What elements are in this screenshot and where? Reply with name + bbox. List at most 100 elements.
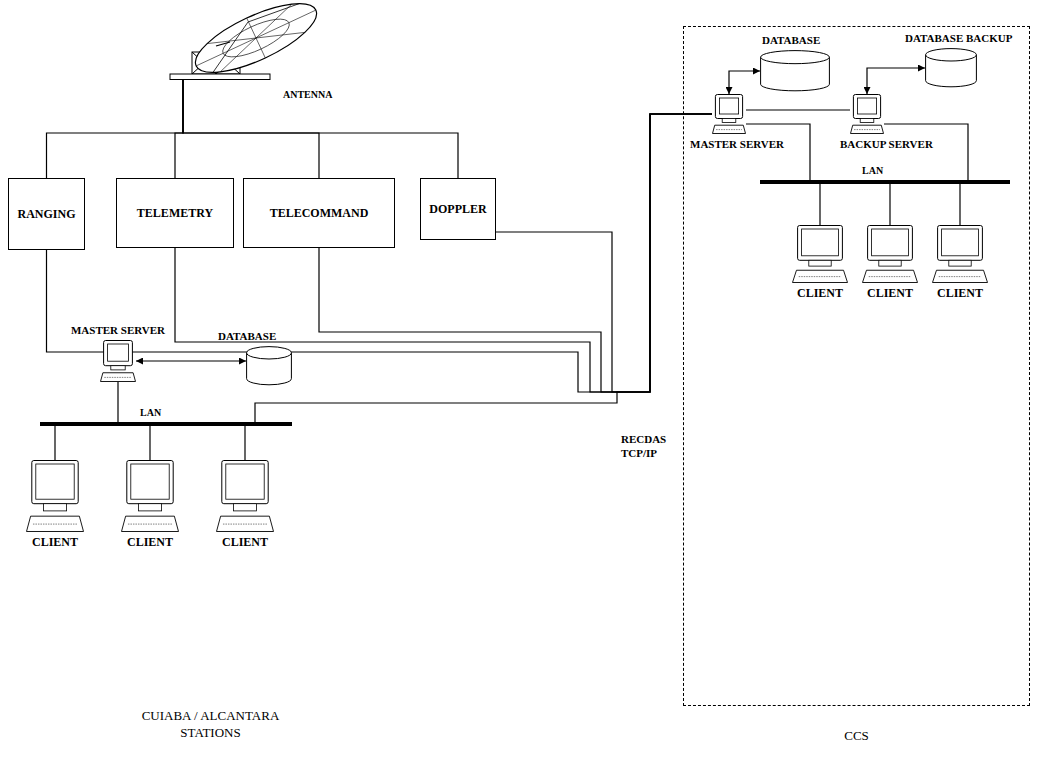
drawing-part xyxy=(170,74,270,80)
node-label: CLIENT xyxy=(32,536,78,549)
drawing-part xyxy=(233,504,256,511)
server-computer: MASTER SERVER xyxy=(100,340,136,382)
antenna-figure: ANTENNA xyxy=(150,2,325,80)
station-caption: CUIABA / ALCANTARA STATIONS xyxy=(118,707,303,741)
node-label: BACKUP SERVER xyxy=(840,138,933,151)
link-label: RECDAS TCP/IP xyxy=(621,432,683,460)
process-box: TELECOMMAND xyxy=(243,178,395,248)
drawing-part xyxy=(863,270,918,282)
drawing-part xyxy=(104,377,131,378)
drawing-part xyxy=(43,504,66,511)
connector-line xyxy=(819,184,820,225)
drawing-part xyxy=(111,366,125,370)
drawing-part xyxy=(247,347,292,359)
connector-line xyxy=(889,184,890,225)
database-cylinder xyxy=(760,50,830,92)
node-label: MASTER SERVER xyxy=(690,138,784,151)
connector-line xyxy=(136,360,246,361)
node-label: DATABASE xyxy=(218,330,276,343)
connector-line xyxy=(746,109,850,110)
drawing-part xyxy=(256,10,316,38)
drawing-part xyxy=(128,524,172,525)
drawing-part xyxy=(868,226,913,261)
node-label: ANTENNA xyxy=(283,88,332,101)
connector-line xyxy=(47,80,184,178)
drawing-part xyxy=(27,516,84,531)
client-computer: CLIENT xyxy=(862,225,918,283)
box-label: RANGING xyxy=(17,208,75,221)
server-computer: MASTER SERVER xyxy=(712,94,746,134)
drawing-part xyxy=(939,276,982,277)
node-label: CCS xyxy=(844,729,869,742)
drawing-part xyxy=(716,129,742,130)
drawing-part xyxy=(138,504,161,511)
computer-icon xyxy=(932,225,988,283)
drawing-part xyxy=(32,461,78,504)
drawing-part xyxy=(101,373,136,382)
drawing-part xyxy=(860,119,874,123)
connector-line xyxy=(175,114,712,392)
connector-line xyxy=(319,114,712,392)
drawing-part xyxy=(217,516,274,531)
lan-bus: LAN xyxy=(40,422,292,426)
connector-line xyxy=(867,68,925,94)
node-label: CLIENT xyxy=(937,287,983,300)
client-computer: CLIENT xyxy=(121,460,179,532)
process-box: DOPPLER xyxy=(420,178,496,240)
client-computer: CLIENT xyxy=(792,225,848,283)
node-label: MASTER SERVER xyxy=(71,324,165,337)
drawing-part xyxy=(851,125,884,133)
drawing-part xyxy=(248,4,299,22)
server-computer: BACKUP SERVER xyxy=(850,94,884,134)
drawing-part xyxy=(226,464,264,499)
drawing-part xyxy=(33,524,77,525)
drawing-part xyxy=(715,95,742,119)
connector-line xyxy=(729,71,760,94)
database-node: DATABASE BACKUP xyxy=(925,48,977,88)
drawing-part xyxy=(713,125,746,133)
drawing-part xyxy=(218,12,294,65)
drawing-part xyxy=(108,344,129,361)
database-node: DATABASE xyxy=(760,50,830,92)
drawing-part xyxy=(854,129,880,130)
node-label: DATABASE xyxy=(762,34,820,47)
ccs-region: CCSDATABASEDATABASE BACKUPMASTER SERVERB… xyxy=(683,26,1030,706)
database-cylinder xyxy=(246,346,292,386)
connector-line xyxy=(183,80,458,178)
box-label: DOPPLER xyxy=(429,203,486,216)
client-computer: CLIENT xyxy=(216,460,274,532)
connector-line xyxy=(959,184,960,225)
connector-line xyxy=(149,426,150,460)
drawing-part xyxy=(879,260,901,266)
drawing-part xyxy=(793,270,848,282)
drawing-part xyxy=(933,270,988,282)
node-label: CLIENT xyxy=(222,536,268,549)
drawing-part xyxy=(223,524,267,525)
box-label: TELEMETRY xyxy=(137,207,213,220)
antenna-illustration xyxy=(150,2,325,80)
drawing-part xyxy=(207,38,256,44)
drawing-part xyxy=(942,229,979,256)
drawing-part xyxy=(256,38,265,58)
drawing-part xyxy=(853,95,880,119)
database-node: DATABASE xyxy=(246,346,292,386)
connector-line xyxy=(175,80,183,178)
drawing-part xyxy=(798,226,843,261)
connector-line xyxy=(496,114,712,392)
drawing-part xyxy=(213,22,248,72)
drawing-part xyxy=(256,4,292,38)
drawing-part xyxy=(809,260,831,266)
connector-line xyxy=(746,124,810,180)
drawing-part xyxy=(256,32,305,38)
node-label: LAN xyxy=(862,164,883,177)
computer-icon xyxy=(121,460,179,532)
drawing-part xyxy=(187,0,325,86)
box-label: TELECOMMAND xyxy=(270,207,369,220)
drawing-part xyxy=(196,38,256,66)
node-label: CLIENT xyxy=(127,536,173,549)
node-label: LAN xyxy=(140,406,161,419)
computer-icon xyxy=(26,460,84,532)
drawing-part xyxy=(799,276,842,277)
